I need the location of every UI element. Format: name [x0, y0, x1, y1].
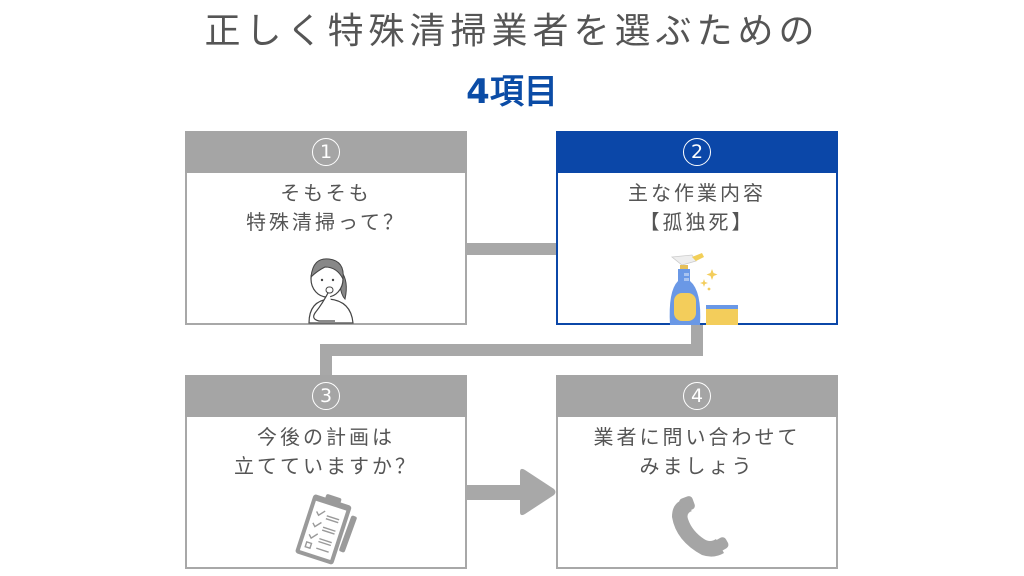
step-number: 3 — [312, 382, 340, 410]
arrow-3-4-icon — [466, 468, 556, 516]
page-title: 正しく特殊清掃業者を選ぶための — [204, 11, 820, 52]
phone-icon — [672, 496, 729, 557]
card-header: 2 — [556, 131, 838, 173]
connector-horizontal — [320, 344, 703, 356]
card-text-line: そもそも — [280, 181, 372, 205]
card-text-line: みましょう — [639, 454, 755, 478]
card-1: 1 そもそも 特殊清掃って？ — [185, 131, 467, 325]
card-2: 2 主な作業内容 【孤独死】 — [556, 131, 838, 325]
clipboard-checklist-icon — [295, 494, 357, 565]
card-text: 業者に問い合わせて みましょう — [558, 423, 836, 481]
card-header: 3 — [185, 375, 467, 417]
connector-3-up — [320, 344, 332, 375]
step-number: 1 — [312, 138, 340, 166]
card-text-line: 立てていますか？ — [234, 454, 418, 478]
card-text: 今後の計画は 立てていますか？ — [187, 423, 465, 481]
card-header: 1 — [185, 131, 467, 173]
card-4: 4 業者に問い合わせて みましょう — [556, 375, 838, 569]
thinking-woman-icon — [308, 258, 354, 324]
card-text: そもそも 特殊清掃って？ — [187, 179, 465, 237]
card-text-line: 主な作業内容 — [628, 181, 766, 205]
card-text-line: 今後の計画は — [257, 425, 395, 449]
step-number: 4 — [683, 382, 711, 410]
spray-bottle-sponge-icon — [669, 253, 738, 325]
card-text-line: 業者に問い合わせて — [593, 425, 801, 449]
step-number: 2 — [683, 138, 711, 166]
card-text: 主な作業内容 【孤独死】 — [558, 179, 836, 237]
card-text-line: 【孤独死】 — [639, 210, 755, 234]
card-3: 3 今後の計画は 立てていますか？ — [185, 375, 467, 569]
card-header: 4 — [556, 375, 838, 417]
card-text-line: 特殊清掃って？ — [246, 210, 406, 234]
page-subtitle: 4項目 — [466, 72, 558, 112]
connector-1-2 — [467, 243, 557, 255]
